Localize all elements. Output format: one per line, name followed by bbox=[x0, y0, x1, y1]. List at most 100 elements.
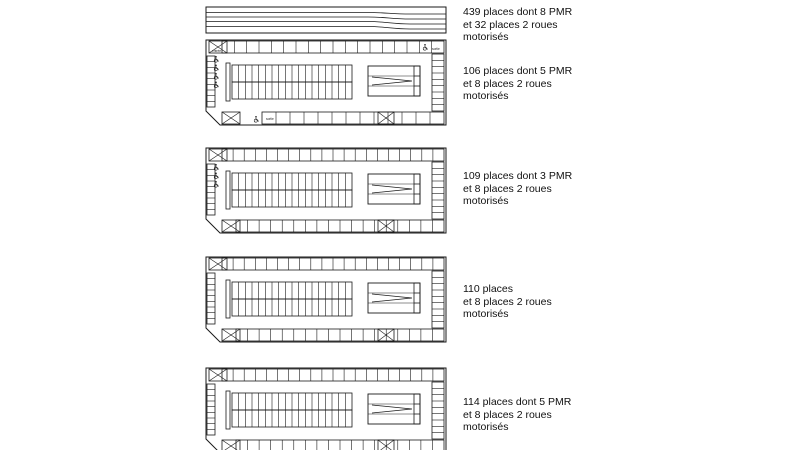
bottom-stall-row bbox=[261, 111, 445, 125]
stair-cross bbox=[208, 40, 228, 54]
left-stall-column bbox=[206, 272, 216, 325]
stall-column-outline bbox=[431, 270, 445, 329]
bottom-stall-row bbox=[235, 328, 445, 342]
wheelchair-icon bbox=[213, 181, 219, 188]
wheelchair-icon bbox=[253, 116, 259, 123]
stair-box bbox=[377, 439, 395, 450]
floor-outline bbox=[205, 39, 447, 126]
stall-column-outline bbox=[431, 53, 445, 112]
stair-box bbox=[377, 111, 395, 125]
stair-bottom-right bbox=[377, 328, 395, 342]
stall-column-outline bbox=[413, 65, 421, 97]
left-stall-column bbox=[206, 383, 216, 436]
wheelchair-icon bbox=[213, 64, 219, 72]
island-stall-row-lower bbox=[231, 409, 353, 428]
wheelchair-icon bbox=[213, 172, 219, 180]
right-stall-column bbox=[431, 161, 445, 220]
caption-line: et 32 places 2 roues bbox=[463, 18, 558, 31]
stair-bottom-right bbox=[377, 219, 395, 233]
caption-line: et 8 places 2 roues bbox=[463, 295, 552, 308]
stall-column-outline bbox=[413, 282, 421, 314]
left-stall-column bbox=[206, 163, 216, 216]
stair-bottom-left bbox=[221, 439, 241, 450]
floor-label: sortie bbox=[432, 47, 440, 51]
island-stall-row-upper bbox=[231, 64, 353, 83]
wheelchair-head bbox=[215, 181, 217, 183]
ramp-outline bbox=[205, 6, 447, 34]
stair-cross bbox=[221, 328, 241, 342]
ramp-level bbox=[205, 6, 447, 34]
wheelchair-body bbox=[255, 117, 259, 122]
floor-plan-level-2 bbox=[205, 147, 447, 234]
floor-plan-level-3 bbox=[205, 256, 447, 343]
caption-line: 110 places bbox=[463, 283, 514, 295]
stair-box bbox=[208, 148, 228, 162]
stall-column-outline bbox=[206, 272, 216, 325]
right-stall-column bbox=[431, 53, 445, 112]
stall-column-outline bbox=[206, 55, 216, 108]
stair-bottom-right bbox=[377, 111, 395, 125]
stall-column-outline bbox=[206, 163, 216, 216]
stair-bottom-left bbox=[221, 219, 241, 233]
ramp-block bbox=[367, 173, 421, 205]
floor-outline bbox=[205, 367, 447, 450]
ramp-chevron bbox=[371, 76, 413, 86]
wheelchair-icon bbox=[213, 73, 219, 80]
island-end bbox=[225, 390, 231, 430]
caption-line: motorisés bbox=[463, 31, 509, 43]
island-end bbox=[225, 170, 231, 210]
stair-cross bbox=[208, 257, 228, 271]
wheelchair-head bbox=[215, 73, 217, 75]
ramp-chevron bbox=[371, 404, 413, 414]
caption-level-2: 109 places dont 3 PMR et 8 places 2 roue… bbox=[463, 170, 663, 208]
ramp-block bbox=[367, 282, 421, 314]
island-stall-row-lower bbox=[231, 189, 353, 208]
ramp-lane-line bbox=[206, 26, 446, 30]
stair-cross bbox=[377, 111, 395, 125]
floor-outline bbox=[205, 147, 447, 234]
ramp-side-stalls bbox=[413, 173, 421, 205]
stair-cross bbox=[208, 368, 228, 382]
floor-label: entrée bbox=[212, 49, 221, 53]
stair-box bbox=[377, 328, 395, 342]
island-stall-row-lower bbox=[231, 81, 353, 100]
stair-top-left bbox=[208, 148, 228, 162]
ramp-side-stalls bbox=[413, 393, 421, 425]
stair-box bbox=[208, 257, 228, 271]
stall-column-outline bbox=[413, 173, 421, 205]
ramp-chevron bbox=[371, 184, 413, 194]
stall-column-outline bbox=[413, 393, 421, 425]
caption-level-3: 110 places et 8 places 2 roues motorisés bbox=[463, 283, 663, 321]
caption-line: et 8 places 2 roues bbox=[463, 77, 552, 90]
wheelchair-head bbox=[215, 164, 217, 166]
stall-column-outline bbox=[431, 381, 445, 440]
floor-outline bbox=[205, 256, 447, 343]
wheelchair-head bbox=[215, 64, 217, 67]
wheelchair-head bbox=[215, 81, 217, 84]
stair-top-left bbox=[208, 40, 228, 54]
wheelchair-body bbox=[424, 45, 428, 50]
wheelchair-body bbox=[215, 182, 219, 187]
caption-line: motorisés bbox=[463, 90, 509, 102]
right-stall-column bbox=[431, 270, 445, 329]
caption-line: motorisés bbox=[463, 308, 509, 320]
stair-top-left bbox=[208, 368, 228, 382]
top-stall-row bbox=[221, 40, 445, 54]
ramp-lane-line bbox=[206, 12, 446, 15]
stair-cross bbox=[380, 439, 395, 450]
island-stall-row-upper bbox=[231, 281, 353, 300]
caption-top: 439 places dont 8 PMR et 32 places 2 rou… bbox=[463, 6, 663, 44]
stair-cross bbox=[224, 439, 241, 450]
top-stall-row bbox=[221, 368, 445, 382]
caption-line: 114 places dont 5 PMR bbox=[463, 396, 572, 408]
stair-box bbox=[221, 328, 241, 342]
island-stall-row-upper bbox=[231, 392, 353, 411]
floor-label: sortie bbox=[266, 117, 274, 121]
wheelchair-head bbox=[215, 172, 217, 175]
caption-line: et 8 places 2 roues bbox=[463, 408, 552, 421]
floor-plan-level-4 bbox=[205, 367, 447, 450]
stall-column-outline bbox=[431, 161, 445, 220]
bottom-stall-row bbox=[235, 439, 445, 450]
caption-line: motorisés bbox=[463, 421, 509, 433]
wheelchair-body bbox=[215, 165, 219, 170]
